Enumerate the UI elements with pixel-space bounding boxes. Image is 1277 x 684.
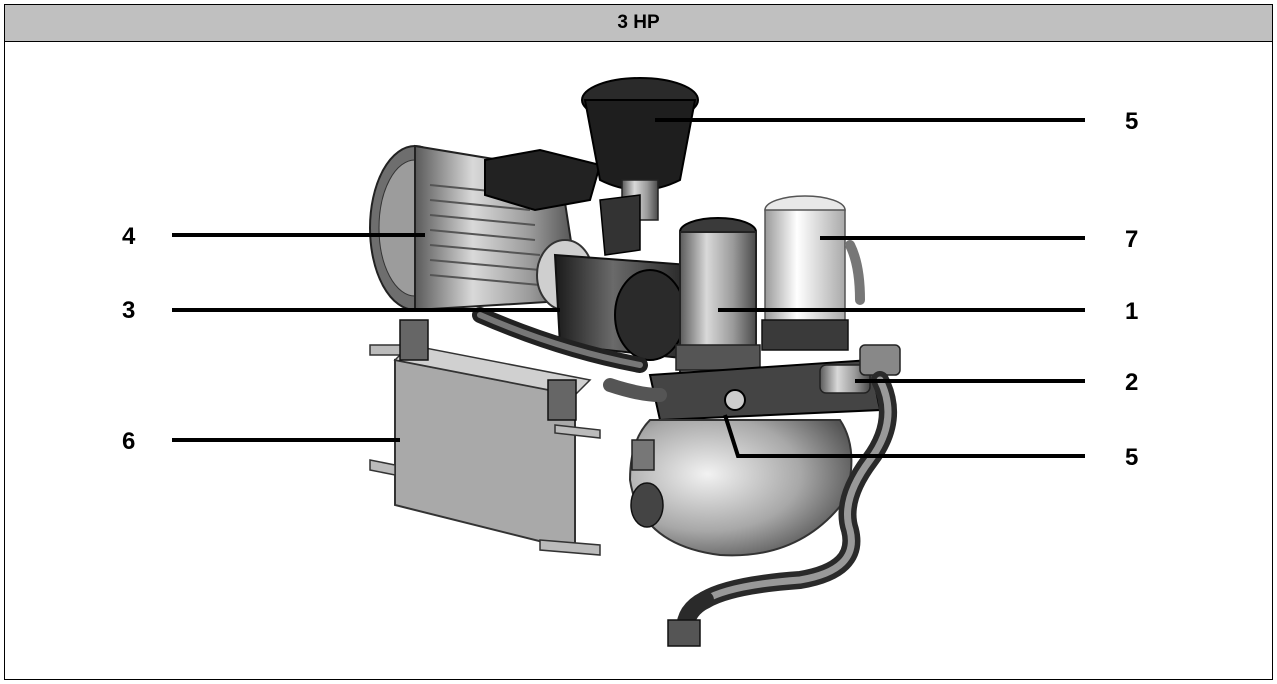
callout-5-bottom: 5: [1125, 444, 1138, 471]
leader-lines: [172, 118, 1085, 458]
callout-7: 7: [1125, 226, 1138, 253]
air-intake-filter: [581, 77, 699, 256]
callout-3: 3: [122, 297, 135, 324]
callout-2: 2: [1125, 369, 1138, 396]
oil-filter: [761, 195, 849, 351]
pump-coupling: [553, 253, 702, 362]
callout-6: 6: [122, 428, 135, 455]
manifold-block: [648, 344, 901, 422]
callout-1: 1: [1125, 298, 1138, 325]
callout-numbers: 4 3 6 5 7 1 2 5: [122, 108, 1138, 471]
leader-line-5-bottom: [723, 414, 1085, 458]
callout-5-top: 5: [1125, 108, 1138, 135]
motor: [369, 144, 602, 312]
oil-separator: [675, 217, 761, 393]
oil-cooler: [369, 319, 601, 556]
hoses: [472, 240, 897, 647]
callout-4: 4: [122, 223, 136, 250]
receiver-tank: [628, 419, 853, 557]
figure-title: 3 HP: [5, 5, 1272, 42]
